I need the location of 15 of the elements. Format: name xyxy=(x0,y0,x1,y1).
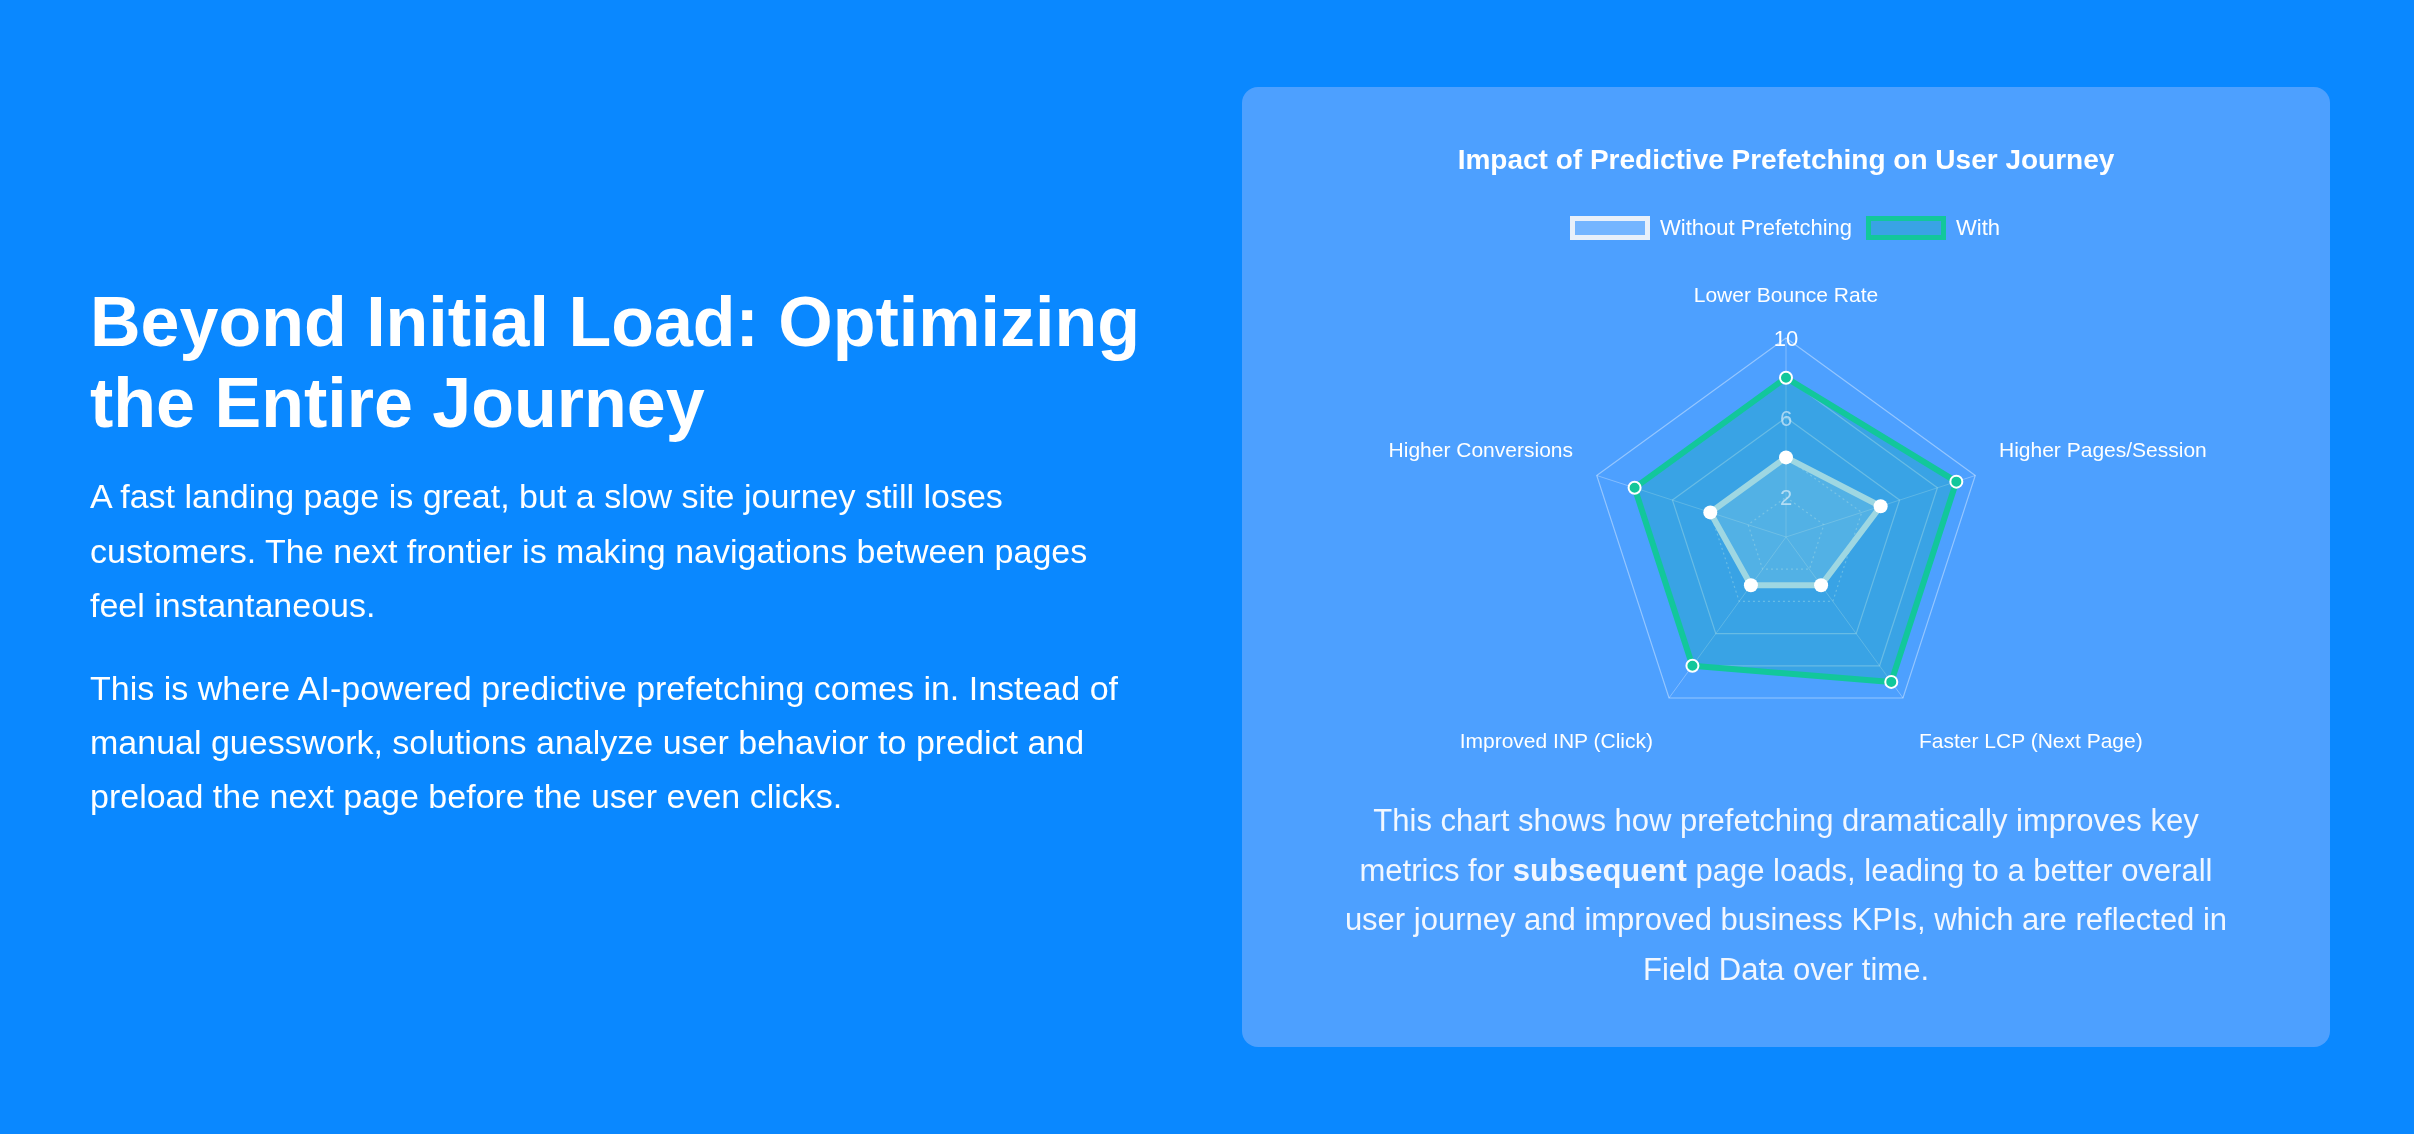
axis-label: Higher Conversions xyxy=(1388,438,1573,461)
legend-label: Without Prefetching xyxy=(1660,214,1852,242)
chart-caption: This chart shows how prefetching dramatically improves key metrics for subsequent page loads, leading to a better overall user journey and improved business KPIs, which are reflected in Field Data over time. xyxy=(1343,802,2229,989)
heading: Beyond Initial Load: Optimizing the Entire Journey xyxy=(90,282,1141,444)
tick-label: 10 xyxy=(1773,326,1799,351)
tick-label: 6 xyxy=(1779,405,1793,431)
paragraph: A fast landing page is great, but a slow site journey still loses customers. The next frontier is making navigations between pages feel instantaneous. xyxy=(90,476,1089,627)
tick-label: 2 xyxy=(1779,485,1793,511)
axis-label: Improved INP (Click) xyxy=(1459,729,1653,752)
axis-label: Lower Bounce Rate xyxy=(1693,283,1879,306)
chart-title: Impact of Predictive Prefetching on User Journey xyxy=(1457,143,2115,177)
paragraph: This is where AI-powered predictive prefetching comes in. Instead of manual guesswork, solutions analyze user behavior to predict and preload the next page before the user even clicks. xyxy=(90,667,1120,818)
axis-label: Faster LCP (Next Page) xyxy=(1919,729,2143,752)
axis-label: Higher Pages/Session xyxy=(1999,438,2207,461)
legend-label: With xyxy=(1956,214,2000,242)
